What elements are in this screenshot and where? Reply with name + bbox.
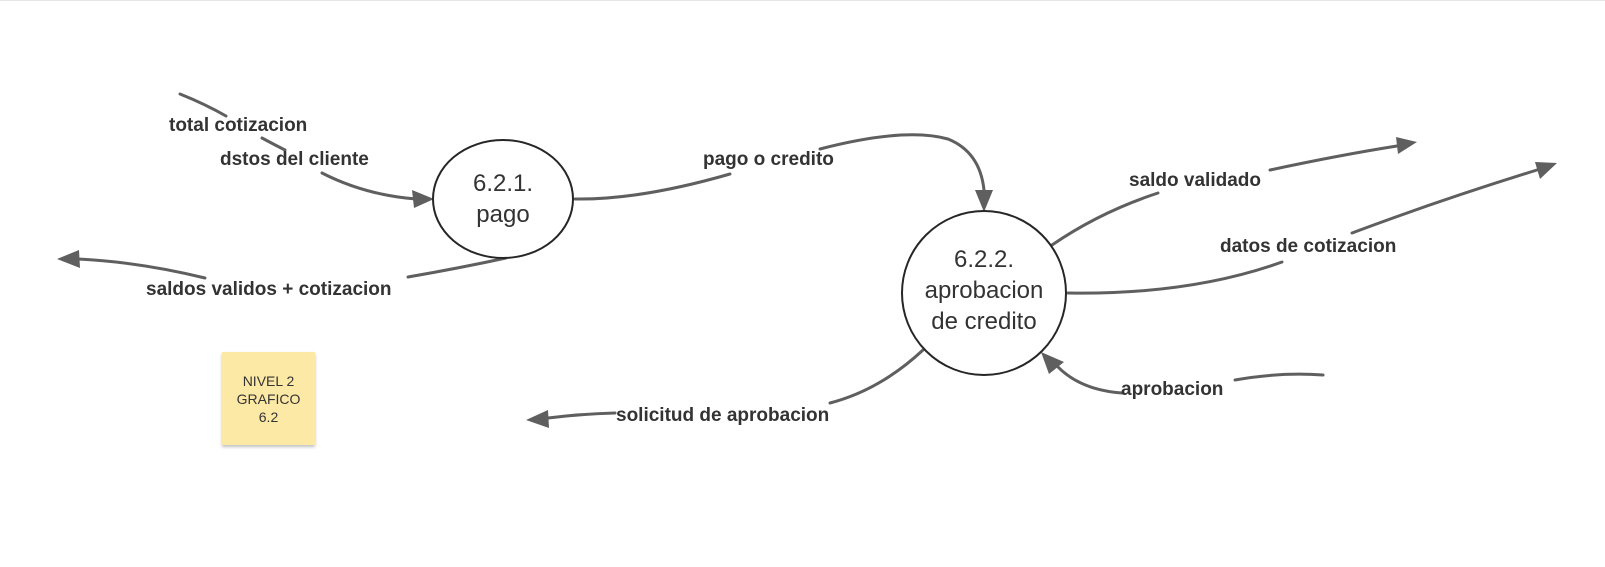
process-pago[interactable]: 6.2.1. pago	[432, 139, 574, 259]
process-aprobacion-credito[interactable]: 6.2.2. aprobacion de credito	[901, 210, 1067, 376]
flow-line-total-cotizacion[interactable]	[178, 92, 418, 201]
label-total-cotizacion: total cotizacion	[169, 115, 307, 136]
note-line-2: GRAFICO	[236, 390, 301, 407]
flow-line-pago-o-credito[interactable]	[573, 133, 986, 201]
label-saldos-validos: saldos validos + cotizacion	[146, 279, 392, 300]
flow-line-aprobacion[interactable]	[1055, 364, 1325, 395]
process-aprobacion-line2: aprobacion	[925, 277, 1044, 304]
process-pago-circle	[432, 139, 574, 259]
arrowhead-saldo-validado	[1396, 137, 1417, 154]
flow-line-datos-cotizacion[interactable]	[1066, 168, 1539, 295]
arrowhead-into-aprobacion-top	[975, 190, 993, 212]
note-line-3: 6.2	[258, 408, 279, 425]
arrowhead-into-pago	[412, 190, 434, 208]
process-pago-number: 6.2.1.	[473, 170, 533, 197]
label-pago-o-credito: pago o credito	[703, 149, 834, 170]
arrowhead-datos-cotizacion	[1535, 162, 1557, 179]
arrowhead-saldos-validos	[57, 250, 80, 268]
flow-line-saldo-validado[interactable]	[1050, 144, 1399, 247]
label-solicitud-aprobacion: solicitud de aprobacion	[616, 405, 829, 426]
note-line-1: NIVEL 2	[242, 372, 295, 389]
process-pago-name: pago	[476, 201, 529, 228]
sticky-note[interactable]: NIVEL 2 GRAFICO 6.2	[222, 352, 315, 445]
arrowhead-solicitud-aprobacion	[526, 410, 549, 428]
process-aprobacion-line3: de credito	[931, 308, 1036, 335]
flow-line-saldos-validos[interactable]	[76, 256, 508, 280]
label-datos-cotizacion: datos de cotizacion	[1220, 236, 1396, 257]
arrowhead-into-aprobacion-bottom	[1041, 352, 1064, 374]
process-aprobacion-circle	[901, 210, 1067, 376]
label-datos-cliente: dstos del cliente	[220, 149, 369, 170]
label-aprobacion: aprobacion	[1121, 379, 1223, 400]
label-saldo-validado: saldo validado	[1129, 170, 1261, 191]
process-aprobacion-number: 6.2.2.	[954, 246, 1014, 273]
top-divider	[0, 0, 1605, 1]
flow-line-solicitud-aprobacion[interactable]	[546, 348, 925, 420]
